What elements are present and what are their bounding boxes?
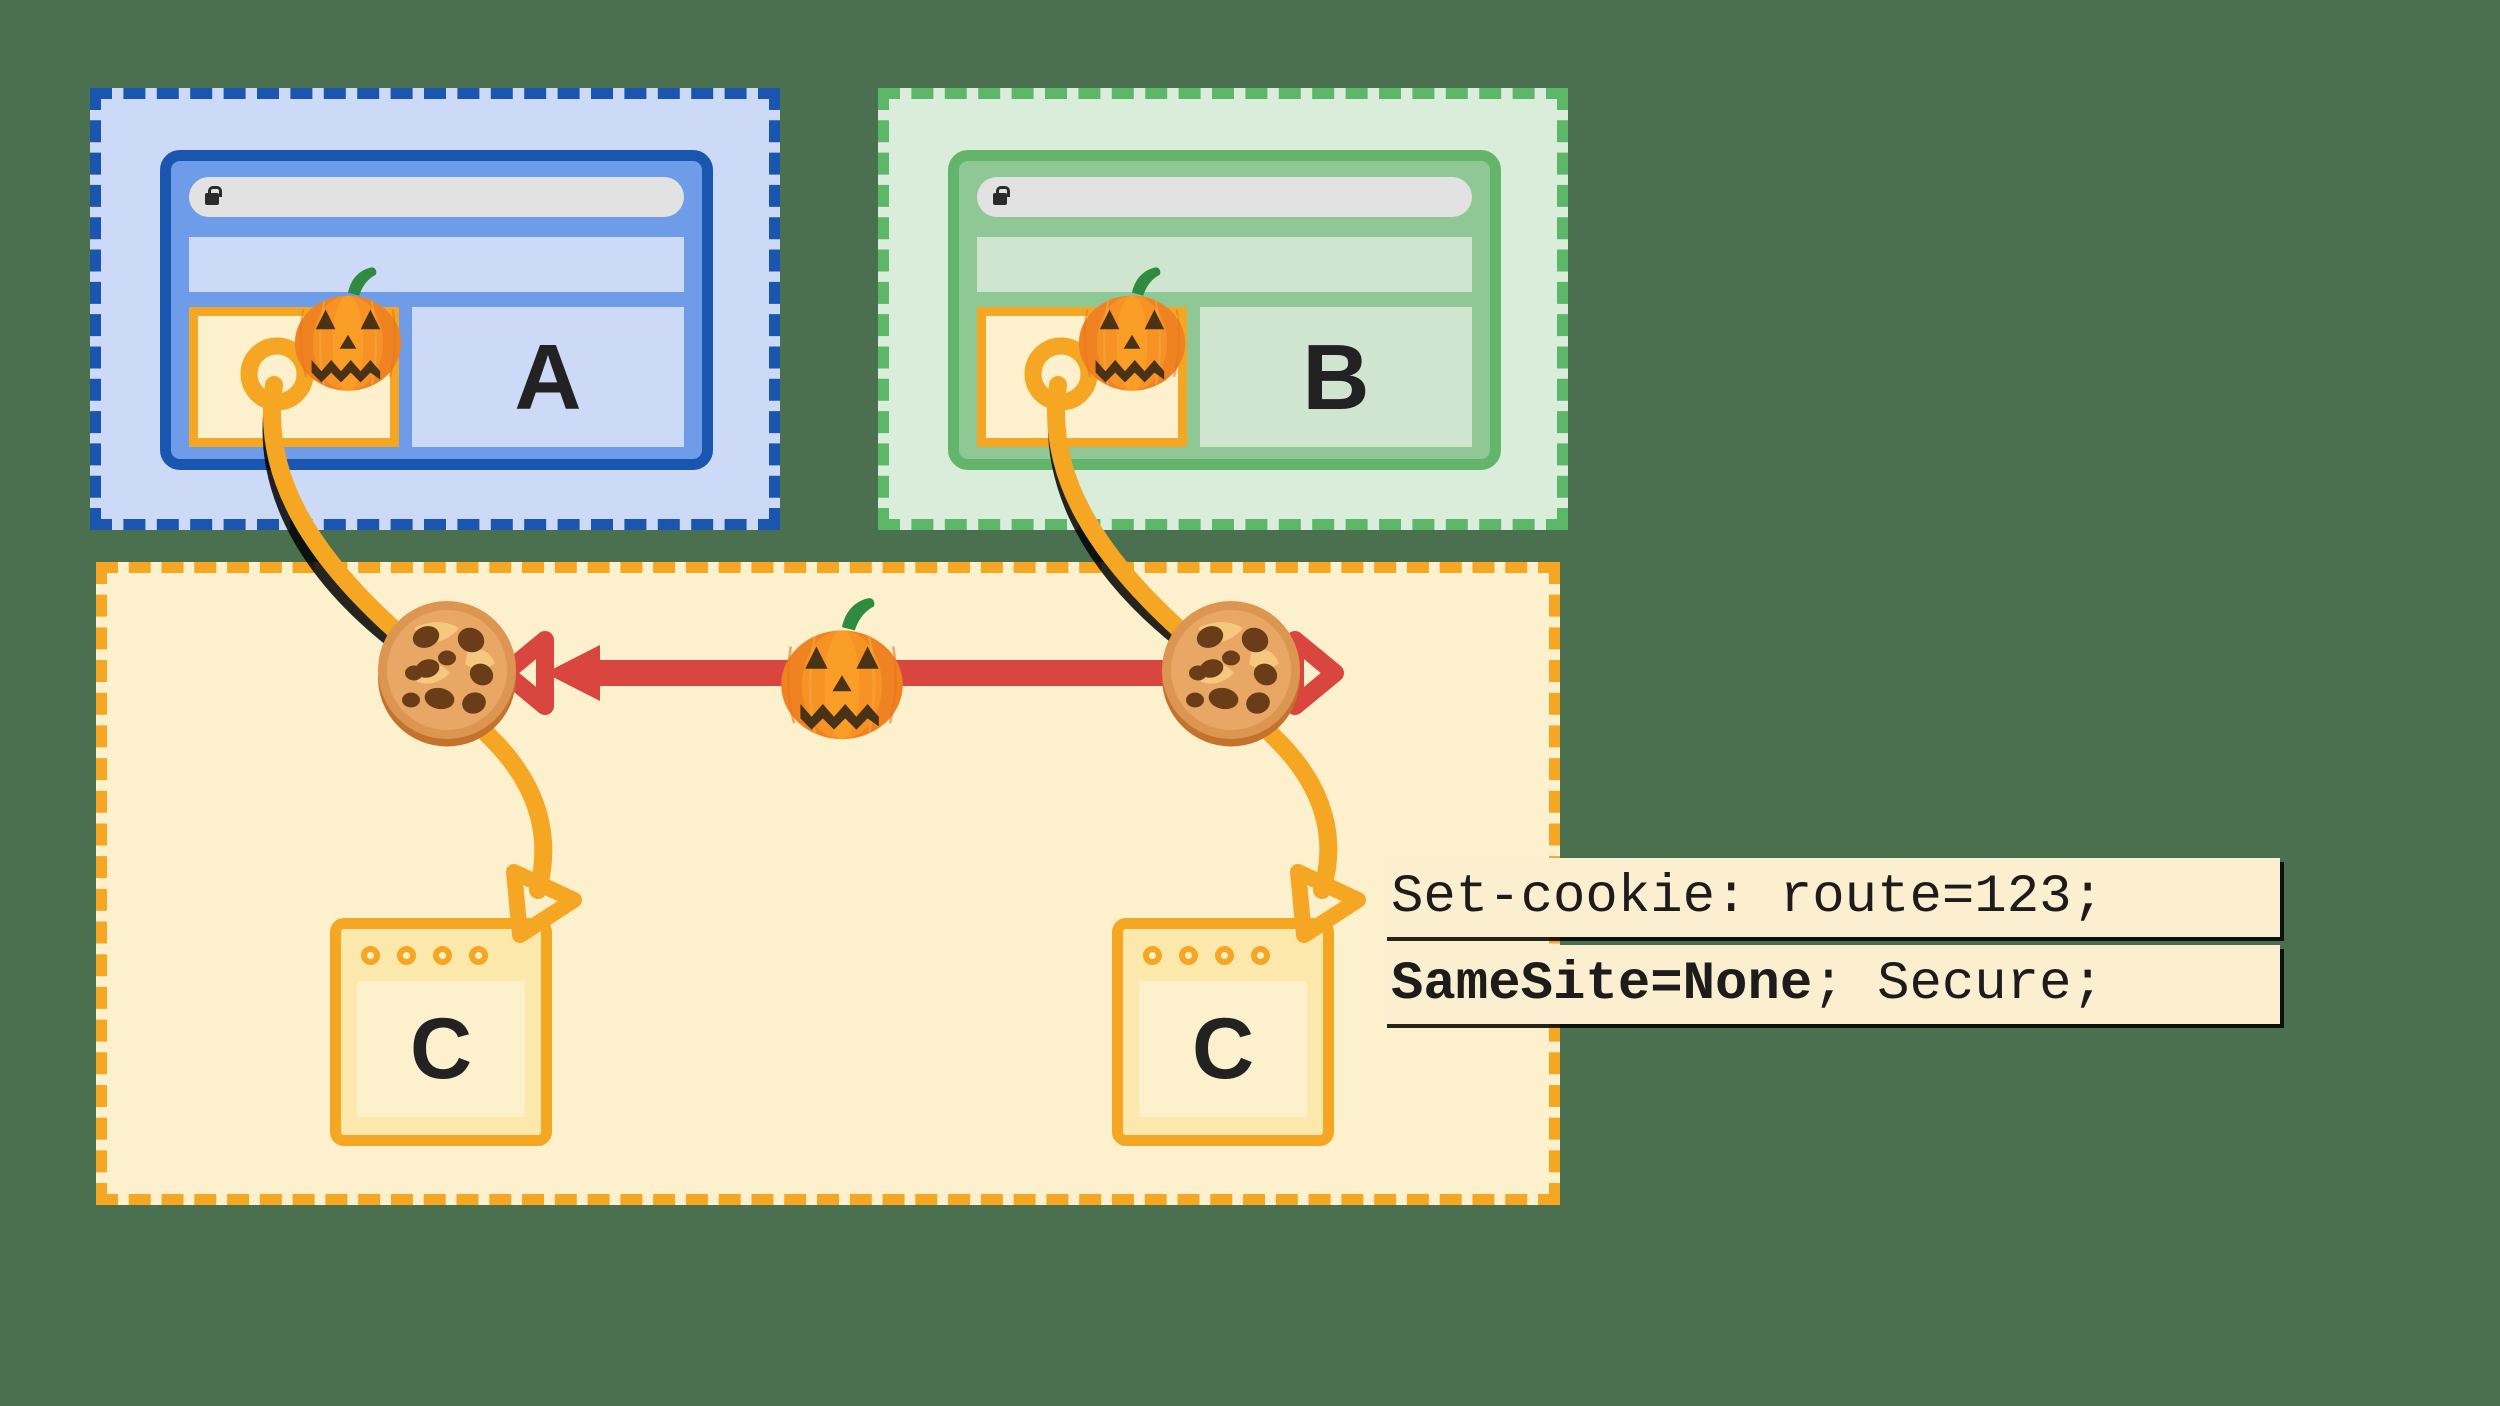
embedded-frame-b [977,307,1187,447]
window-dot-icon [1179,945,1198,965]
window-dot-icon [433,945,452,965]
server-titlebar [1123,929,1323,981]
server-screen: C [1139,981,1307,1117]
server-c-right: C [1112,918,1334,1146]
site-label-a: A [514,324,582,429]
server-c-left: C [330,918,552,1146]
window-dot-icon [469,945,488,965]
content-strip-b [977,237,1472,292]
callout-set-cookie-line1: Set-cookie: route=123; [1383,858,2280,937]
content-strip-a [189,237,684,292]
server-label-c-right: C [1191,1001,1255,1097]
browser-window-b: B [948,150,1501,470]
embedded-frame-a [189,307,399,447]
page-content-b: B [1200,307,1472,447]
server-label-c-left: C [409,1001,473,1097]
window-dot-icon [397,945,416,965]
samesite-none-token: SameSite=None [1391,954,1813,1015]
url-bar-a[interactable] [189,177,684,217]
window-dot-icon [1143,945,1162,965]
lock-icon [993,186,1010,208]
url-bar-b[interactable] [977,177,1472,217]
callout-set-cookie-line2: SameSite=None; Secure; [1383,945,2280,1024]
context-site-c [96,562,1560,1205]
browser-window-a: A [160,150,713,470]
secure-token: ; Secure; [1812,954,2104,1015]
site-label-b: B [1302,324,1370,429]
window-dot-icon [361,945,380,965]
server-screen: C [357,981,525,1117]
lock-icon [205,186,222,208]
page-content-a: A [412,307,684,447]
server-titlebar [341,929,541,981]
window-dot-icon [1251,945,1270,965]
window-dot-icon [1215,945,1234,965]
